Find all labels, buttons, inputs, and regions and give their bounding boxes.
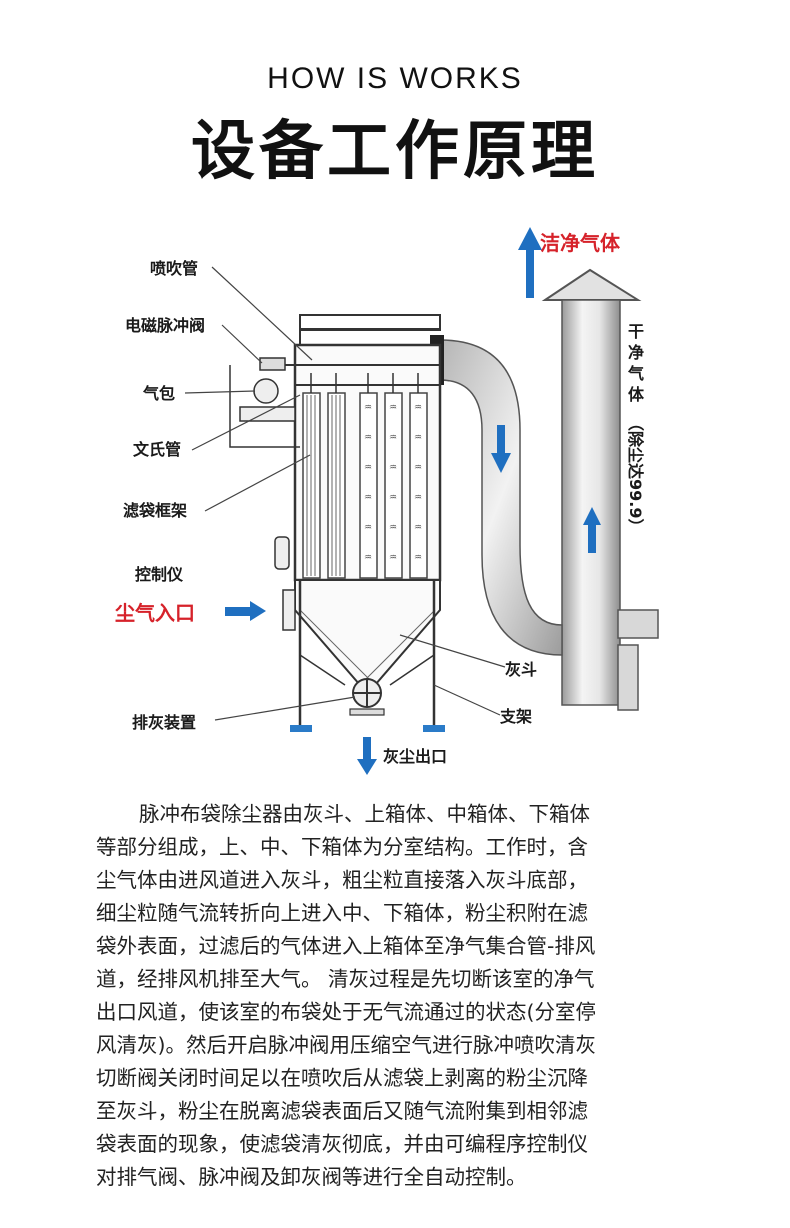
- description-line: 细尘粒随气流转折向上进入中、下箱体，粉尘积附在滤: [96, 901, 588, 925]
- stack-up-arrow: [583, 507, 601, 553]
- description-line: 袋表面的现象，使滤袋清灰彻底，并由可编程序控制仪: [96, 1132, 588, 1156]
- vertical-char-1: 干: [628, 322, 644, 341]
- svg-text:♒: ♒: [364, 433, 372, 443]
- flow-arrows: [225, 227, 601, 775]
- label-ash-outlet: 灰尘出口: [383, 747, 447, 766]
- svg-text:♒: ♒: [414, 433, 422, 443]
- label-clean-gas: 洁净气体: [540, 231, 621, 255]
- svg-text:♒: ♒: [389, 523, 397, 533]
- description-line: 道，经排风机排至大气。 清灰过程是先切断该室的净气: [96, 967, 595, 991]
- diagram-svg: ♒ ♒ ♒ ♒ ♒ ♒ ♒ ♒ ♒ ♒ ♒ ♒ ♒ ♒ ♒ ♒ ♒ ♒: [115, 227, 659, 775]
- dust-inlet-arrow: [225, 601, 266, 621]
- vertical-char-3: 气: [627, 364, 644, 383]
- svg-text:♒: ♒: [389, 463, 397, 473]
- svg-text:♒: ♒: [389, 553, 397, 563]
- header-title-zh: 设备工作原理: [191, 115, 599, 189]
- exhaust-stack: [541, 268, 659, 711]
- svg-text:♒: ♒: [389, 433, 397, 443]
- svg-text:♒: ♒: [364, 493, 372, 503]
- vertical-char-2: 净: [628, 343, 644, 362]
- svg-text:♒: ♒: [414, 553, 422, 563]
- duct-down-arrow: [491, 425, 511, 473]
- svg-text:♒: ♒: [364, 553, 372, 563]
- description-paragraph: 脉冲布袋除尘器由灰斗、上箱体、中箱体、下箱体 等部分组成，上、中、下箱体为分室结…: [96, 798, 696, 1194]
- clean-gas-arrow: [518, 227, 542, 298]
- support-foot-left: [290, 725, 312, 732]
- svg-text:♒: ♒: [414, 493, 422, 503]
- label-efficiency: （除尘达99.9）: [626, 415, 645, 534]
- description-line: 风清灰)。然后开启脉冲阀用压缩空气进行脉冲喷吹清灰: [96, 1033, 596, 1057]
- leader-lines: [184, 266, 506, 721]
- label-clean-gas-vertical: 干 净 气 体: [627, 322, 645, 404]
- label-nozzle: 喷吹管: [150, 259, 198, 278]
- collector-housing: ♒ ♒ ♒ ♒ ♒ ♒ ♒ ♒ ♒ ♒ ♒ ♒ ♒ ♒ ♒ ♒ ♒ ♒: [229, 314, 445, 732]
- description-line: 至灰斗，粉尘在脱离滤袋表面后又随气流附集到相邻滤: [96, 1099, 588, 1123]
- filter-bags: ♒ ♒ ♒ ♒ ♒ ♒ ♒ ♒ ♒ ♒ ♒ ♒ ♒ ♒ ♒ ♒ ♒ ♒: [302, 373, 428, 579]
- label-controller: 控制仪: [135, 565, 184, 584]
- svg-text:♒: ♒: [414, 403, 422, 413]
- svg-text:♒: ♒: [364, 523, 372, 533]
- label-venturi: 文氏管: [133, 440, 181, 459]
- description-line: 切断阀关闭时间足以在喷吹后从滤袋上剥离的粉尘沉降: [96, 1066, 588, 1090]
- label-pulse-valve: 电磁脉冲阀: [125, 316, 205, 335]
- header-title-en: HOW IS WORKS: [267, 62, 523, 95]
- label-dust-inlet: 尘气入口: [115, 601, 195, 625]
- description-line: 等部分组成，上、中、下箱体为分室结构。工作时，含: [96, 835, 588, 859]
- description-line: 对排气阀、脉冲阀及卸灰阀等进行全自动控制。: [96, 1165, 527, 1189]
- label-bag-frame: 滤袋框架: [123, 501, 187, 520]
- label-air-bag: 气包: [142, 384, 175, 403]
- label-support: 支架: [499, 707, 532, 726]
- label-ash-hopper: 灰斗: [505, 660, 537, 679]
- svg-text:♒: ♒: [364, 403, 372, 413]
- ash-outlet-arrow: [357, 737, 377, 775]
- svg-text:♒: ♒: [414, 463, 422, 473]
- support-foot-right: [423, 725, 445, 732]
- svg-text:♒: ♒: [389, 403, 397, 413]
- clean-gas-duct: [430, 335, 563, 656]
- svg-text:♒: ♒: [389, 493, 397, 503]
- description-line: 脉冲布袋除尘器由灰斗、上箱体、中箱体、下箱体: [139, 802, 590, 826]
- description-line: 尘气体由进风道进入灰斗，粗尘粒直接落入灰斗底部，: [96, 868, 588, 892]
- description-line: 出口风道，使该室的布袋处于无气流通过的状态(分室停: [96, 1000, 596, 1024]
- label-discharge: 排灰装置: [132, 713, 196, 732]
- vertical-char-4: 体: [628, 385, 645, 404]
- svg-text:♒: ♒: [364, 463, 372, 473]
- svg-text:♒: ♒: [414, 523, 422, 533]
- dust-collector-diagram: ♒ ♒ ♒ ♒ ♒ ♒ ♒ ♒ ♒ ♒ ♒ ♒ ♒ ♒ ♒ ♒ ♒ ♒: [0, 215, 790, 790]
- description-line: 袋外表面，过滤后的气体进入上箱体至净气集合管-排风: [96, 934, 596, 958]
